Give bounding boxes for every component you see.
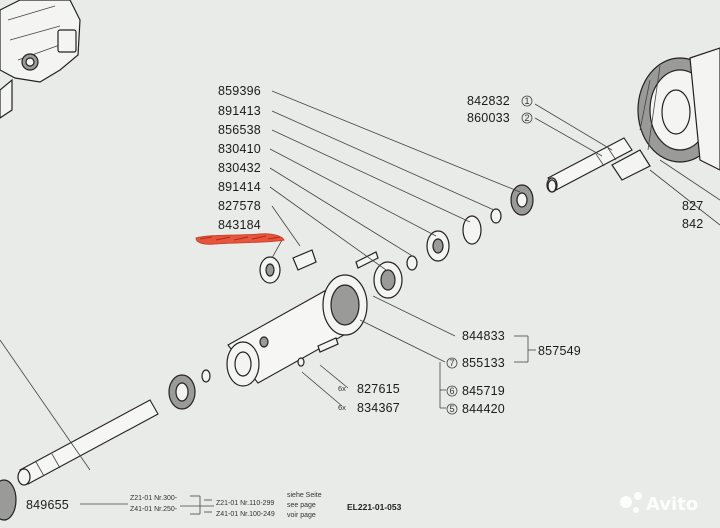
leader-lines-right [80,103,613,515]
part-number-844420: 844420 [462,402,505,416]
part-number-849655: 849655 [26,498,69,512]
part-number-891414: 891414 [218,180,261,194]
page-reference-number: EL221-01-053 [347,502,402,512]
part-number-857549: 857549 [538,344,581,358]
watermark-logo: Avito [620,492,698,515]
part-number-827615: 827615 [357,382,400,396]
part-number-edge-827: 827 [682,199,703,213]
footnote-see-page-en: see page [287,502,316,509]
marker-circle-1 [521,95,533,107]
footnote-serial-b2: Z41-01 Nr.100-249 [216,511,275,518]
footnote-serial-a2: Z41-01 Nr.250- [130,506,178,513]
quantity-6x-a: 6x [338,384,346,393]
footnote-serial-b1: Z21-01 Nr.110-299 [216,500,274,507]
highlight-marker-texture [199,235,281,241]
drive-shaft-upper [546,137,633,193]
quantity-6x-b: 6x [338,403,346,412]
part-number-827578: 827578 [218,199,261,213]
part-number-843184: 843184 [218,218,261,232]
watermark-dot-icon-3 [633,507,639,513]
part-number-842832: 842832 [467,94,510,108]
marker-1: 1 [525,96,530,106]
footnote-serial-a1: Z21-01 Nr.300- [130,495,178,502]
part-number-830432: 830432 [218,161,261,175]
marker-7: 7 [450,358,455,368]
part-number-845719: 845719 [462,384,505,398]
footnote-see-page-fr: voir page [287,512,316,519]
marker-2: 2 [525,113,530,123]
footnote-see-page-de: siehe Seite [287,492,322,499]
marker-circle-7 [446,357,458,369]
marker-6: 6 [450,386,455,396]
part-number-edge-842: 842 [682,217,703,231]
gearbox-housing-top-left [0,0,81,119]
part-number-830410: 830410 [218,142,261,156]
part-number-859396: 859396 [218,84,261,98]
marker-circle-6 [446,385,458,397]
marker-5: 5 [450,404,455,414]
part-number-844833: 844833 [462,329,505,343]
main-shaft-assembly [17,184,534,486]
sprocket-lower-left [0,339,91,521]
marker-circle-2 [521,112,533,124]
part-number-891413: 891413 [218,104,261,118]
drum-assembly-top-right [611,47,720,226]
watermark-brand: Avito [646,494,698,515]
marker-circle-5 [446,403,458,415]
part-number-834367: 834367 [357,401,400,415]
leader-lines-left [269,90,521,271]
watermark-dot-icon-1 [620,496,632,508]
part-number-860033: 860033 [467,111,510,125]
part-number-856538: 856538 [218,123,261,137]
watermark-dot-icon-2 [634,492,642,500]
part-number-855133: 855133 [462,356,505,370]
